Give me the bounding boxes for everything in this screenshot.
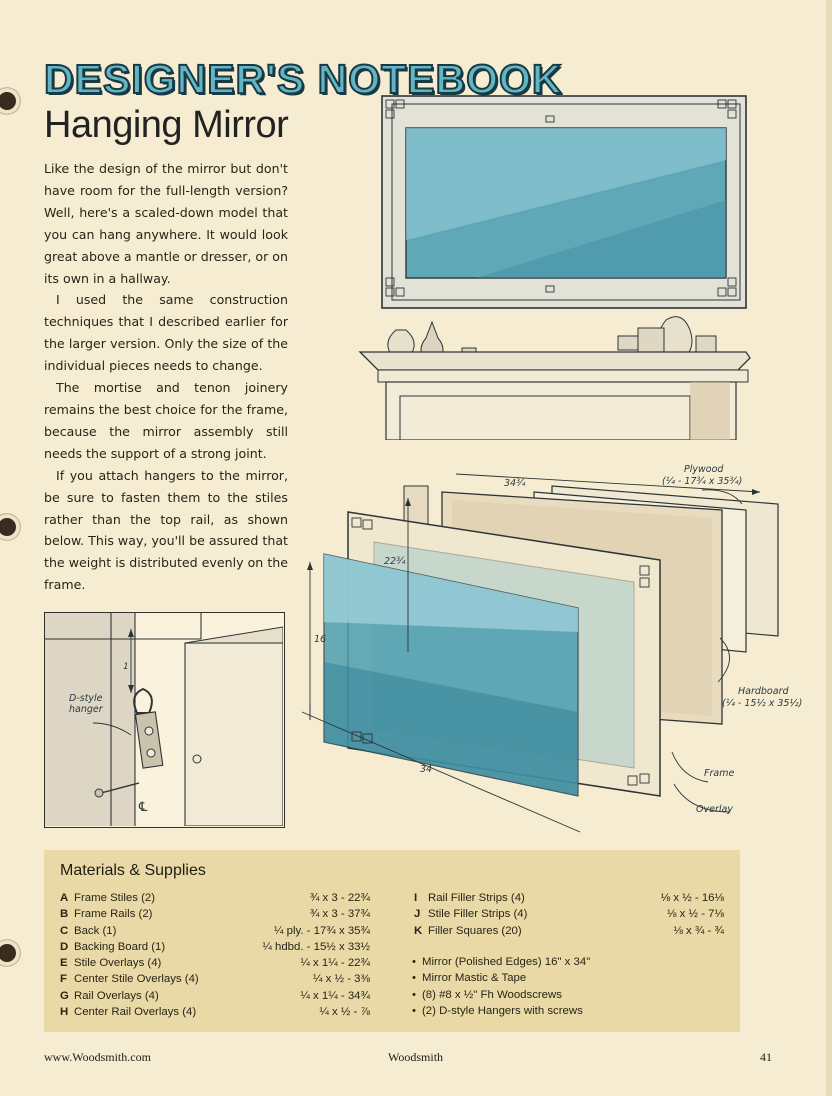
supply-item: (8) #8 x ½" Fh Woodscrews bbox=[412, 987, 590, 1003]
body-paragraph: Like the design of the mirror but don't … bbox=[44, 161, 288, 286]
hanger-dim-label: 1 bbox=[123, 662, 129, 672]
centerline-symbol: ℄ bbox=[138, 800, 148, 815]
supplies-list: Mirror (Polished Edges) 16" x 34" Mirror… bbox=[412, 954, 590, 1019]
dim-rail-label: 34¾ bbox=[504, 478, 526, 489]
section-banner: DESIGNER'S NOTEBOOK bbox=[43, 55, 563, 103]
hanger-detail-box: 1 D-style hanger ℄ bbox=[44, 612, 285, 828]
dim-width-label: 34 bbox=[420, 764, 432, 775]
page-number: 41 bbox=[760, 1050, 772, 1064]
materials-title: Materials & Supplies bbox=[60, 862, 206, 879]
mirror-over-mantle-illustration bbox=[358, 95, 751, 440]
hanger-label-line1: D-style bbox=[69, 693, 103, 704]
frame-label: Frame bbox=[704, 768, 734, 779]
supply-item: Mirror Mastic & Tape bbox=[412, 970, 590, 986]
hardboard-label: Hardboard bbox=[738, 686, 789, 697]
footer-url: www.Woodsmith.com bbox=[44, 1050, 151, 1064]
overlay-label: Overlay bbox=[696, 804, 733, 815]
plywood-label: Plywood bbox=[684, 464, 724, 475]
binder-hole bbox=[0, 88, 20, 114]
hanger-label-line2: hanger bbox=[69, 704, 104, 715]
hanger-detail-illustration: 1 D-style hanger ℄ bbox=[45, 613, 284, 827]
body-paragraph: I used the same construction techniques … bbox=[44, 292, 288, 374]
page-edge bbox=[826, 0, 832, 1096]
body-paragraph: The mortise and tenon joinery remains th… bbox=[44, 380, 288, 461]
exploded-view-illustration: 16 22¾ 34¾ 34 Plywood (¼ - 17¾ x 35¾) Ha… bbox=[301, 464, 802, 833]
dim-height-label: 16 bbox=[314, 634, 326, 645]
body-paragraph: If you attach hangers to the mirror, be … bbox=[44, 467, 288, 593]
dim-stile-label: 22¾ bbox=[384, 556, 406, 567]
supply-item: Mirror (Polished Edges) 16" x 34" bbox=[412, 954, 590, 970]
hardboard-dims: (¼ - 15½ x 35½) bbox=[722, 698, 802, 709]
binder-hole bbox=[0, 514, 20, 540]
binder-hole bbox=[0, 940, 20, 966]
footer-magazine: Woodsmith bbox=[388, 1050, 444, 1064]
article-body: Like the design of the mirror but don't … bbox=[44, 158, 288, 596]
plywood-dims: (¼ - 17¾ x 35¾) bbox=[662, 476, 742, 487]
supply-item: (2) D-style Hangers with screws bbox=[412, 1003, 590, 1019]
article-title: Hanging Mirror bbox=[44, 104, 289, 146]
